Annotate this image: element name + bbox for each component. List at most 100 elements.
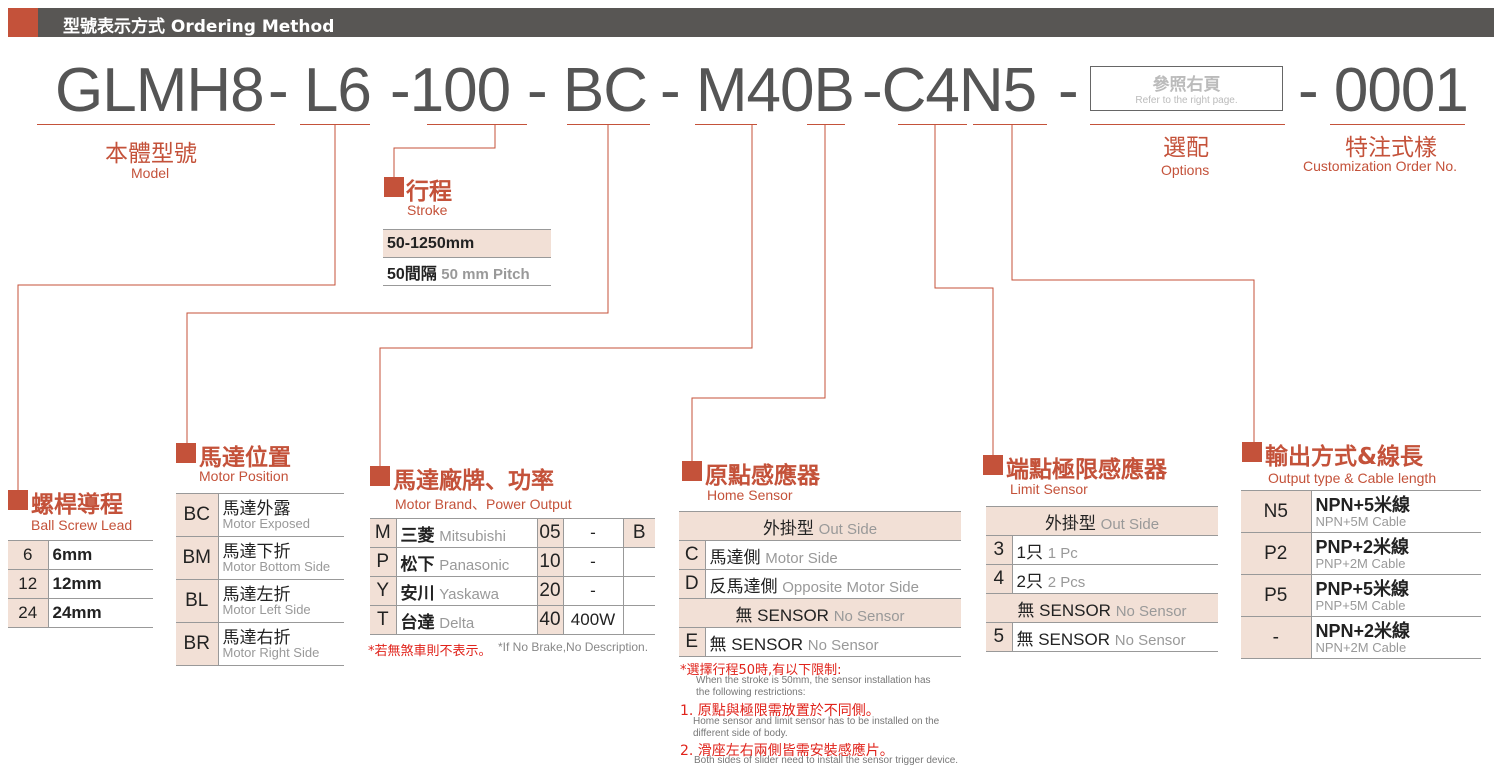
limit-sensor-zh: 無 SENSOR [1016, 629, 1111, 649]
section-marker [983, 455, 1003, 475]
motor-position-zh: 馬達左折 [222, 585, 291, 604]
header-accent [8, 8, 38, 37]
table-row: 50間隔 50 mm Pitch [383, 257, 551, 286]
brand-name: 安川 Yaskawa [395, 576, 537, 606]
stroke-note-2-en: Both sides of slider need to install the… [694, 755, 959, 766]
limit-sensor-desc: 無 SENSOR No Sensor [1011, 622, 1218, 652]
lead-title-zh: 螺桿導程 [31, 492, 123, 518]
stroke-note-title-en: When the stroke is 50mm, the sensor inst… [696, 675, 931, 698]
home-sensor-desc: 馬達側 Motor Side [704, 540, 961, 570]
output-en: PNP+5M Cable [1315, 597, 1406, 613]
motor-position-en: Motor Bottom Side [222, 559, 331, 574]
home-sensor-group-header: 外掛型 Out Side [679, 511, 961, 541]
code-custom: - 0001 [1298, 56, 1469, 125]
code-model: GLMH8 [55, 56, 265, 125]
brake-code [622, 576, 655, 606]
motor-position-code: BR [176, 622, 218, 666]
options-box-en: Refer to the right page. [1135, 95, 1238, 106]
model-label-en: Model [131, 165, 170, 181]
home-sensor-group-en: Out Side [818, 520, 878, 538]
lead-code: 24 [8, 598, 48, 628]
limit-sensor-code: 4 [986, 564, 1012, 594]
brand-code: T [370, 605, 396, 635]
stroke-pitch: 50間隔 50 mm Pitch [383, 257, 551, 286]
limit-sensor-group-zh: 無 SENSOR [1017, 600, 1111, 620]
lead-code: 6 [8, 540, 48, 570]
header-title: 型號表示方式 Ordering Method [63, 17, 335, 37]
home-sensor-code: D [679, 569, 705, 599]
limit-sensor-title-en: Limit Sensor [1010, 481, 1088, 497]
code-dash: - [1058, 56, 1079, 125]
power-value: - [562, 518, 623, 548]
model-label-zh: 本體型號 [105, 141, 197, 167]
home-sensor-en: Opposite Motor Side [782, 578, 919, 596]
motor-position-en: Motor Right Side [222, 645, 320, 660]
brake-note-en: *If No Brake,No Description. [498, 640, 649, 654]
limit-sensor-zh: 2只 [1016, 571, 1043, 591]
stroke-range: 50-1250mm [383, 229, 551, 258]
section-marker [1242, 442, 1262, 462]
motor-position-zh: 馬達右折 [222, 628, 291, 647]
brand-name-en: Panasonic [439, 556, 510, 574]
output-code: N5 [1241, 490, 1311, 533]
brand-code: P [370, 547, 396, 577]
underline [898, 124, 967, 125]
motor-position-code: BM [176, 536, 218, 580]
underline [973, 124, 1047, 125]
brand-name-zh: 台達 [400, 612, 435, 632]
output-code: - [1241, 616, 1311, 659]
brand-name-en: Mitsubishi [439, 527, 506, 545]
home-sensor-group-zh: 無 SENSOR [735, 605, 829, 625]
brand-code: M [370, 518, 396, 548]
lead-title-en: Ball Screw Lead [31, 517, 133, 533]
stroke-title-en: Stroke [407, 202, 448, 218]
output-en: PNP+2M Cable [1315, 555, 1406, 571]
section-header: 型號表示方式 Ordering Method [8, 8, 1494, 37]
lead-value: 24mm [47, 598, 153, 628]
stroke-pitch-en: 50 mm Pitch [441, 265, 530, 283]
motor-brand-title-en: Motor Brand、Power Output [395, 496, 572, 512]
section-marker [682, 461, 702, 481]
power-value: - [562, 547, 623, 577]
home-sensor-zh: 反馬達側 [709, 576, 778, 596]
motor-position-code: BL [176, 579, 218, 623]
lead-code: 12 [8, 569, 48, 599]
table-row: 50-1250mm [383, 229, 551, 258]
section-marker [176, 443, 196, 463]
options-label-zh: 選配 [1163, 135, 1209, 161]
output-zh: PNP+2米線 [1315, 536, 1410, 557]
power-value: 400W [562, 605, 623, 635]
limit-sensor-group-zh: 外掛型 [1044, 513, 1096, 533]
home-sensor-group-zh: 外掛型 [762, 518, 814, 538]
output-zh: NPN+5米線 [1315, 494, 1411, 515]
brand-name-zh: 松下 [400, 554, 435, 574]
power-code: 40 [536, 605, 563, 635]
limit-sensor-desc: 1只 1 Pc [1011, 535, 1218, 565]
power-code: 05 [536, 518, 563, 548]
brand-name-zh: 安川 [400, 583, 435, 603]
output-zh: PNP+5米線 [1315, 578, 1410, 599]
